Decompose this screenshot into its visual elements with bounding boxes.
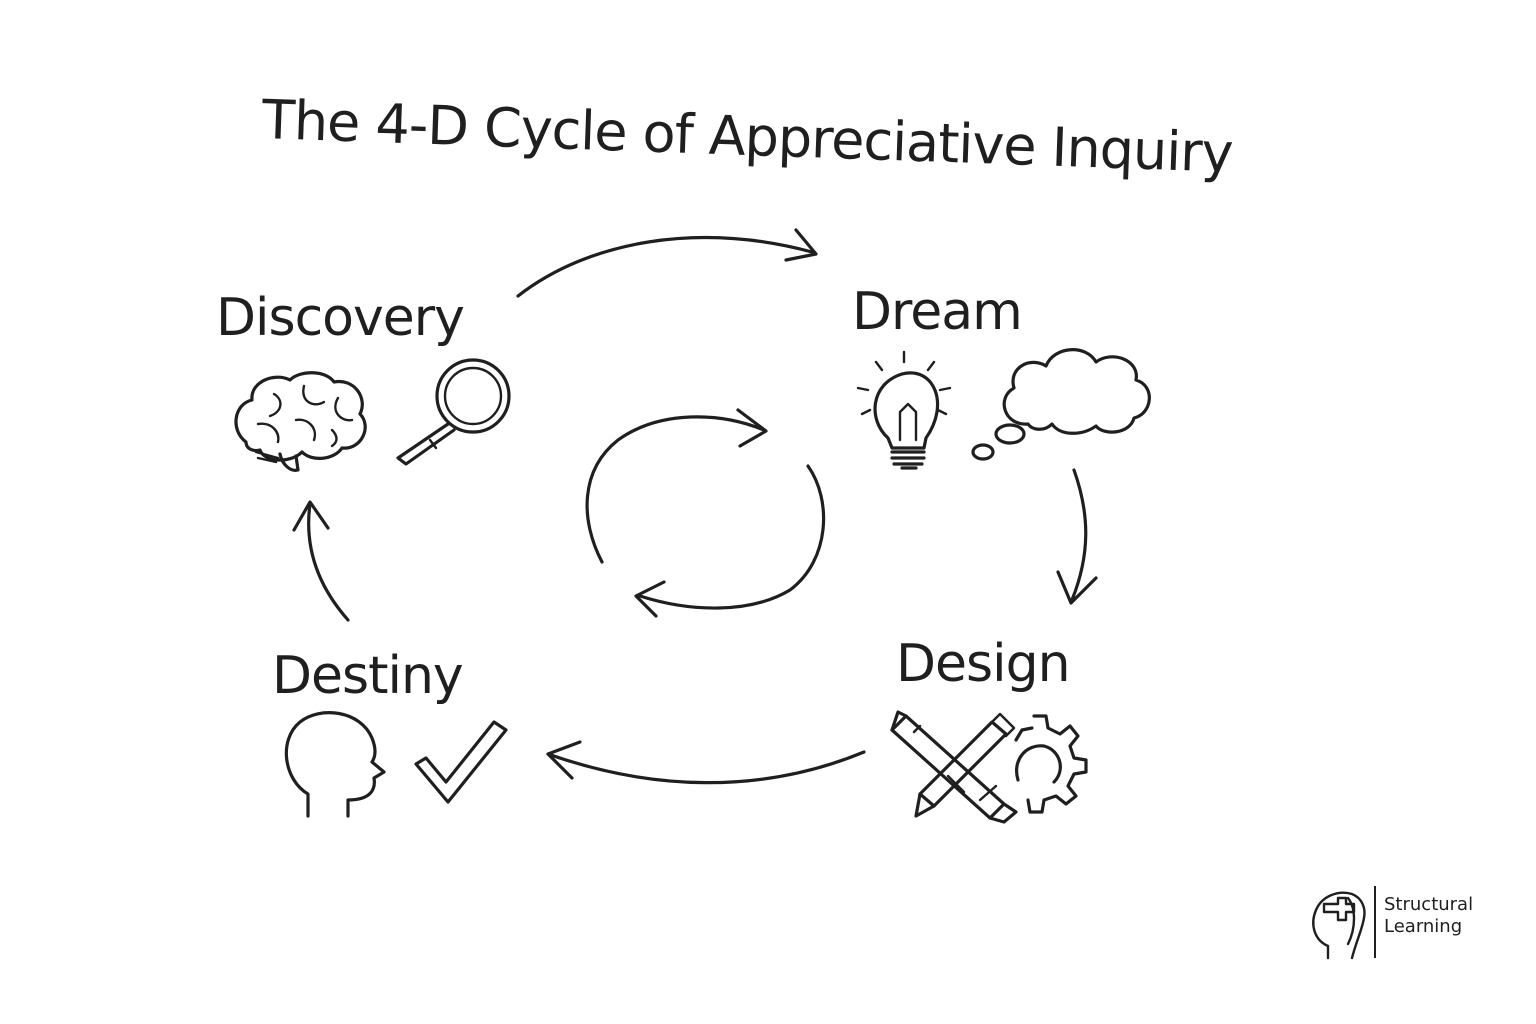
brand-line-1: Structural bbox=[1384, 894, 1474, 915]
arrow-dream-to-design bbox=[1056, 468, 1098, 605]
light-bulb-icon bbox=[856, 350, 952, 470]
pencil-icon bbox=[890, 710, 1018, 824]
arrow-discovery-to-dream bbox=[516, 228, 818, 298]
brain-icon bbox=[234, 371, 367, 472]
brand-divider bbox=[1374, 886, 1376, 958]
head-profile-icon bbox=[284, 711, 386, 818]
cycle-arrows-icon bbox=[585, 408, 826, 618]
stage-label-design: Design bbox=[896, 634, 1071, 694]
arrow-design-to-destiny bbox=[546, 740, 866, 785]
brand-name: Structural Learning bbox=[1384, 894, 1473, 938]
arrow-destiny-to-discovery bbox=[292, 500, 350, 622]
head-puzzle-logo-icon bbox=[1312, 891, 1366, 960]
stage-label-destiny: Destiny bbox=[272, 646, 464, 706]
magnifying-glass-icon bbox=[396, 358, 511, 466]
thought-cloud-icon bbox=[971, 348, 1151, 461]
gear-icon bbox=[1014, 714, 1088, 814]
pencil-icon bbox=[914, 712, 1016, 818]
brand-logo: Structural Learning bbox=[1308, 884, 1488, 964]
brand-line-2: Learning bbox=[1384, 916, 1463, 937]
stage-label-dream: Dream bbox=[852, 282, 1023, 342]
stage-label-discovery: Discovery bbox=[216, 288, 465, 348]
checkmark-icon bbox=[414, 720, 508, 804]
